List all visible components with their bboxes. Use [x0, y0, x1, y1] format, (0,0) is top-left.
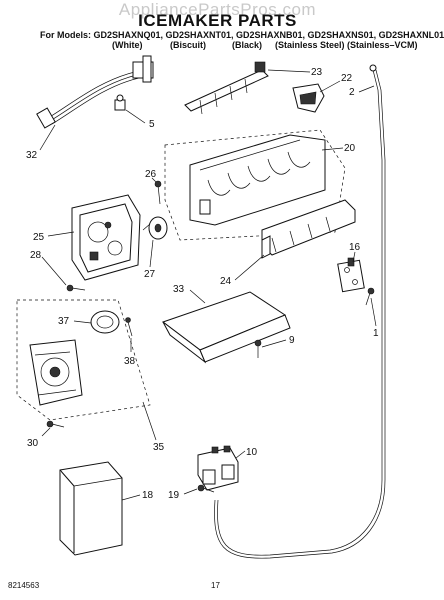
motor-module-assembly — [16, 299, 151, 421]
ejector-shaft-part — [184, 61, 269, 115]
callout-16: 16 — [349, 242, 361, 253]
callout-10: 10 — [246, 447, 258, 458]
stripper-part — [261, 199, 356, 259]
screw-1-part — [365, 287, 375, 306]
screw-26-part — [154, 180, 162, 205]
callout-24: 24 — [220, 276, 232, 287]
screw-9-part — [254, 339, 262, 358]
callout-2: 2 — [349, 87, 355, 98]
variant-biscuit: (Biscuit) — [170, 40, 206, 50]
callout-19: 19 — [168, 490, 180, 501]
doc-number: 8214563 — [8, 581, 40, 590]
variant-black: (Black) — [232, 40, 263, 50]
control-housing-part — [71, 194, 141, 281]
callout-26: 26 — [145, 169, 157, 180]
mounting-plate-part — [161, 291, 291, 364]
drive-gear-part — [142, 216, 168, 240]
callout-20: 20 — [344, 143, 356, 154]
callout-38: 38 — [124, 356, 136, 367]
variant-stainless-steel: (Stainless Steel) — [275, 40, 345, 50]
switch-bracket-part — [337, 257, 365, 293]
callout-27: 27 — [144, 269, 156, 280]
callout-28: 28 — [30, 250, 42, 261]
callout-9: 9 — [289, 335, 295, 346]
callout-25: 25 — [33, 232, 45, 243]
screw-30-part — [46, 420, 65, 428]
callout-22: 22 — [341, 73, 353, 84]
fill-tube-part — [214, 64, 386, 559]
callout-labels: 23 22 5 2 32 20 26 25 27 28 16 24 33 37 … — [26, 67, 379, 501]
callout-1: 1 — [373, 328, 379, 339]
ice-mold-part — [164, 129, 346, 241]
callout-35: 35 — [153, 442, 165, 453]
callout-37: 37 — [58, 316, 70, 327]
switch-assembly-part — [197, 445, 239, 491]
callout-23: 23 — [311, 67, 323, 78]
shutoff-bracket-part — [292, 83, 325, 113]
wire-harness-part — [36, 55, 154, 129]
screw-28-part — [66, 284, 86, 292]
callout-32: 32 — [26, 150, 38, 161]
callout-30: 30 — [27, 438, 39, 449]
screw-19-part — [197, 484, 215, 493]
page-number: 17 — [211, 581, 220, 590]
watermark: AppliancePartsPros.com — [118, 0, 317, 19]
callout-33: 33 — [173, 284, 185, 295]
variant-white: (White) — [112, 40, 143, 50]
exploded-parts-diagram: 23 22 5 2 32 20 26 25 27 28 16 24 33 37 … — [16, 55, 386, 559]
callout-5: 5 — [149, 119, 155, 130]
models-line: For Models: GD2SHAXNQ01, GD2SHAXNT01, GD… — [40, 30, 444, 40]
callout-18: 18 — [142, 490, 154, 501]
ice-bin-cover-part — [59, 461, 123, 556]
variant-stainless-vcm: (Stainless–VCM) — [347, 40, 418, 50]
page-title: ICEMAKER PARTS — [138, 11, 297, 30]
leader-lines — [39, 69, 377, 501]
